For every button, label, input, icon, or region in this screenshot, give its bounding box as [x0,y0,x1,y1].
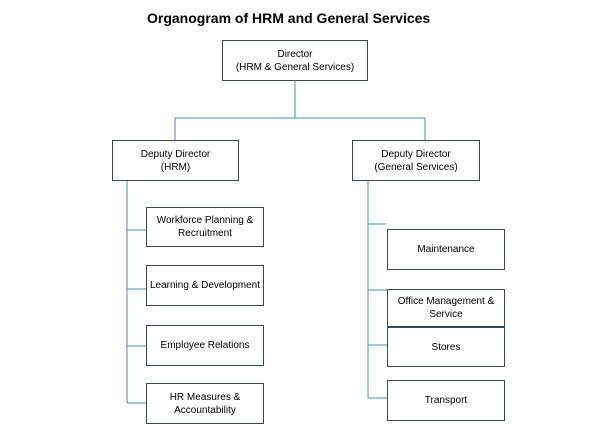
deputy-hrm-label: Deputy Director (HRM) [140,148,211,173]
hr-measures-label: HR Measures & Accountability [169,391,241,416]
box-deputy-gs: Deputy Director (General Services) [352,140,480,181]
stores-label: Stores [431,341,461,353]
box-hr-measures: HR Measures & Accountability [146,383,264,424]
maintenance-label: Maintenance [417,244,475,255]
transport-label: Transport [424,395,468,406]
workforce-planning-label: Workforce Planning & Recruitment [156,215,254,239]
box-employee-relations: Employee Relations [146,325,264,366]
box-director: Director (HRM & General Services) [222,40,368,81]
diagram-title: Organogram of HRM and General Services [147,10,431,26]
box-deputy-hrm: Deputy Director (HRM) [112,140,239,181]
employee-relations-label: Employee Relations [160,340,250,351]
box-transport: Transport [387,380,505,421]
deputy-gs-label: Deputy Director (General Services) [374,148,458,173]
office-management-label: Office Management & Service [397,296,495,320]
box-maintenance: Maintenance [387,229,505,270]
box-workforce-planning: Workforce Planning & Recruitment [146,207,264,247]
box-office-management: Office Management & Service [387,289,505,327]
box-stores: Stores [387,327,505,367]
learning-development-label: Learning & Development [149,280,261,291]
director-label: Director (HRM & General Services) [235,48,355,73]
box-learning-development: Learning & Development [146,265,264,306]
